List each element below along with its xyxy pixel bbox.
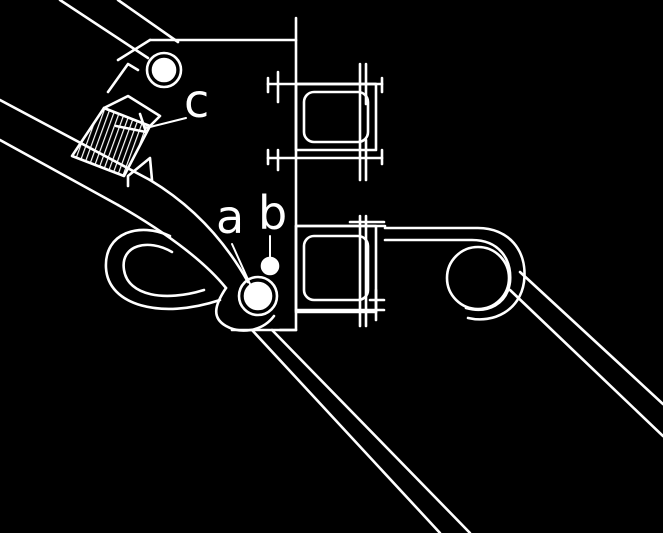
label-a: a <box>216 190 245 244</box>
leader-lines <box>145 117 271 285</box>
label-b: b <box>258 186 288 240</box>
lower-square-tube <box>294 214 387 328</box>
lower-diagonal-tail <box>250 328 472 533</box>
upper-arm <box>58 0 180 94</box>
upper-square-tube <box>266 62 384 182</box>
pin-c <box>145 51 183 89</box>
pin-b <box>260 256 280 276</box>
left-spring-loop <box>104 228 222 311</box>
pin-a <box>237 275 279 317</box>
label-c: c <box>184 74 210 128</box>
right-spring-loop <box>383 226 663 438</box>
